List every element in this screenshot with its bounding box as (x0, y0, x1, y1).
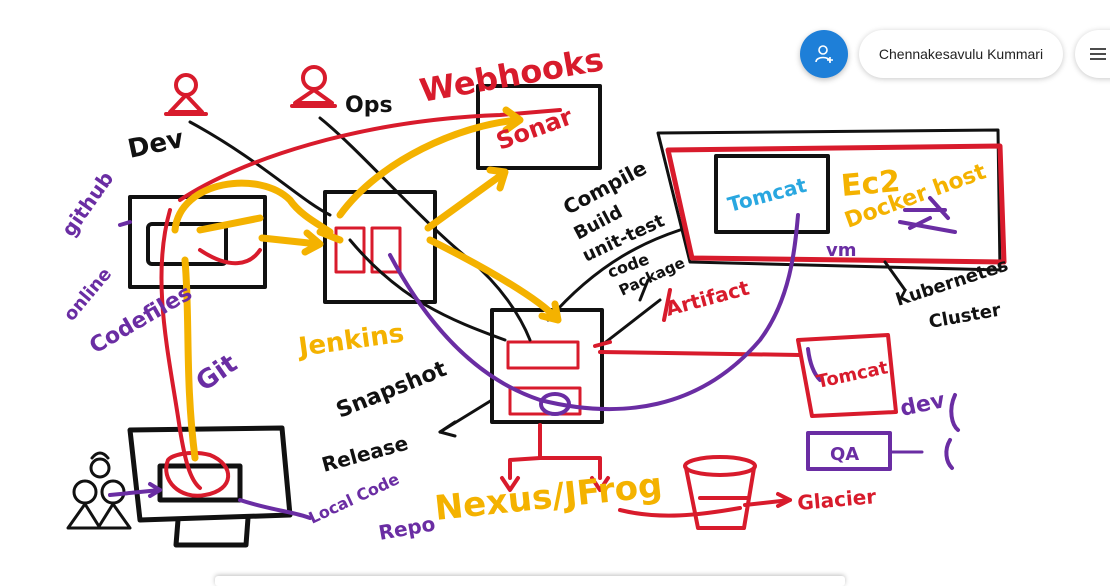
ops-person-icon (290, 65, 337, 108)
nexus-jfrog-label: Nexus/JFrog (433, 465, 664, 529)
ec2-red-box (665, 143, 1007, 265)
release-slot (508, 386, 582, 416)
glacier-bucket-icon (683, 455, 757, 530)
artifact-label: Artifact (663, 275, 752, 320)
dev-label: Dev (125, 124, 186, 165)
bottom-toolbar-edge (215, 576, 845, 586)
snapshot-label: Snapshot (333, 357, 451, 424)
ec2-label: Ec2 (840, 164, 902, 204)
jenkins-label: Jenkins (295, 318, 406, 363)
tomcat-vm-label: Tomcat (725, 173, 809, 217)
github-label: github (56, 167, 118, 241)
ec2-outline-box (656, 128, 1002, 272)
hamburger-menu-icon (1090, 48, 1106, 60)
cluster-label: Cluster (927, 300, 1002, 333)
dev-person-icon (164, 73, 208, 116)
git-server-box (128, 195, 267, 289)
add-person-icon (815, 45, 833, 63)
jenkins-job-1 (334, 226, 366, 274)
git-label: Git (191, 349, 243, 398)
developers-group-icon (66, 451, 132, 530)
qa-label: QA (830, 444, 859, 465)
jenkins-job-2 (370, 226, 402, 274)
invite-button[interactable] (800, 30, 848, 78)
release-label: Release (319, 431, 411, 477)
ops-label: Ops (345, 93, 393, 118)
dev-env-label: dev (898, 388, 948, 422)
menu-button[interactable] (1075, 30, 1110, 78)
user-name-label: Chennakesavulu Kummari (878, 46, 1044, 62)
snapshot-slot (506, 340, 580, 370)
jenkins-box (323, 190, 437, 304)
glacier-label: Glacier (796, 484, 877, 515)
tomcat-vm-box (714, 154, 830, 234)
online-label: online (60, 264, 116, 325)
user-name-pill[interactable]: Chennakesavulu Kummari (859, 30, 1063, 78)
tomcat-dev-label: Tomcat (815, 357, 891, 393)
repo-label: Repo (377, 511, 437, 545)
vm-label: vm (826, 240, 857, 261)
tomcat-dev-box (796, 333, 898, 418)
webhooks-label: Webhooks (417, 40, 607, 110)
